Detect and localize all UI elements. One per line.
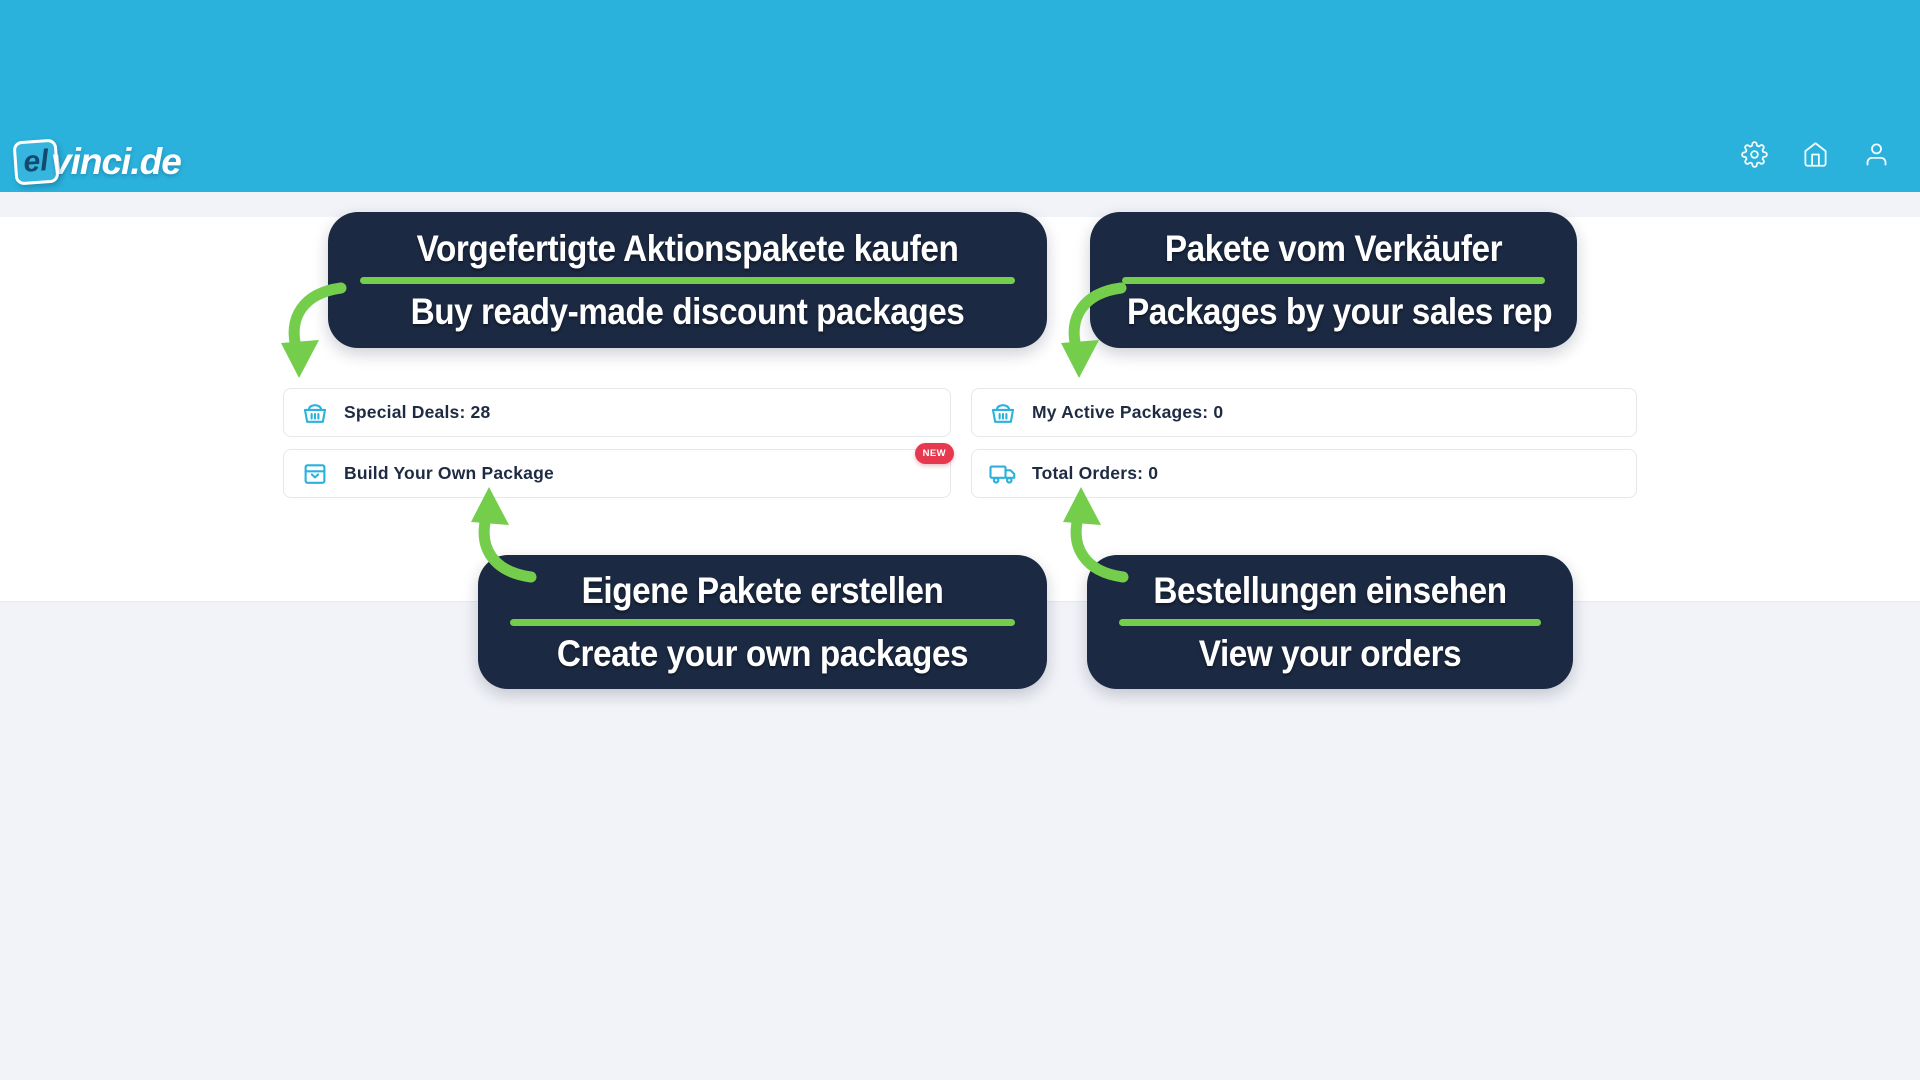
top-header-bar: el vinci.de: [0, 0, 1920, 192]
callout-green-divider: [1122, 276, 1545, 284]
card-special-deals[interactable]: Special Deals: 28: [283, 388, 951, 437]
callout-buy-ready-made: Vorgefertigte Aktionspakete kaufen Buy r…: [328, 212, 1047, 348]
logo-el-box: el: [12, 138, 60, 186]
card-label: Special Deals: 28: [344, 402, 491, 422]
callout-green-divider: [510, 618, 1015, 626]
callout-text-en: Create your own packages: [556, 632, 969, 674]
callout-green-divider: [1119, 618, 1541, 626]
package-icon: [304, 463, 326, 484]
callout-text-en: Packages by your sales rep: [1126, 290, 1553, 332]
new-badge: NEW: [914, 443, 954, 464]
callout-text-en: View your orders: [1198, 632, 1462, 674]
callout-sales-rep-packages: Pakete vom Verkäufer Packages by your sa…: [1090, 212, 1577, 348]
logo-domain-text: vinci.de: [51, 141, 182, 182]
basket-icon: [303, 403, 327, 423]
callout-text-de: Pakete vom Verkäufer: [1164, 228, 1503, 270]
callout-green-divider: [360, 276, 1015, 284]
header-icon-group: [1741, 141, 1890, 168]
site-logo[interactable]: el vinci.de: [12, 138, 182, 186]
callout-text-de: Eigene Pakete erstellen: [581, 570, 944, 612]
basket-icon: [991, 403, 1015, 423]
callout-text-de: Bestellungen einsehen: [1153, 570, 1507, 612]
user-icon[interactable]: [1863, 141, 1890, 168]
card-label: Total Orders: 0: [1032, 463, 1159, 483]
card-build-your-own-package[interactable]: Build Your Own Package NEW: [283, 443, 954, 498]
card-total-orders[interactable]: Total Orders: 0: [971, 449, 1637, 498]
card-label: Build Your Own Package: [344, 463, 554, 483]
card-my-active-packages[interactable]: My Active Packages: 0: [971, 388, 1637, 437]
callout-view-orders: Bestellungen einsehen View your orders: [1087, 555, 1573, 689]
callout-text-de: Vorgefertigte Aktionspakete kaufen: [416, 228, 959, 270]
callout-create-own-packages: Eigene Pakete erstellen Create your own …: [478, 555, 1047, 689]
truck-icon: [989, 464, 1016, 484]
settings-icon[interactable]: [1741, 141, 1768, 168]
callout-text-en: Buy ready-made discount packages: [410, 290, 965, 332]
card-label: My Active Packages: 0: [1032, 402, 1224, 422]
home-icon[interactable]: [1802, 141, 1829, 168]
